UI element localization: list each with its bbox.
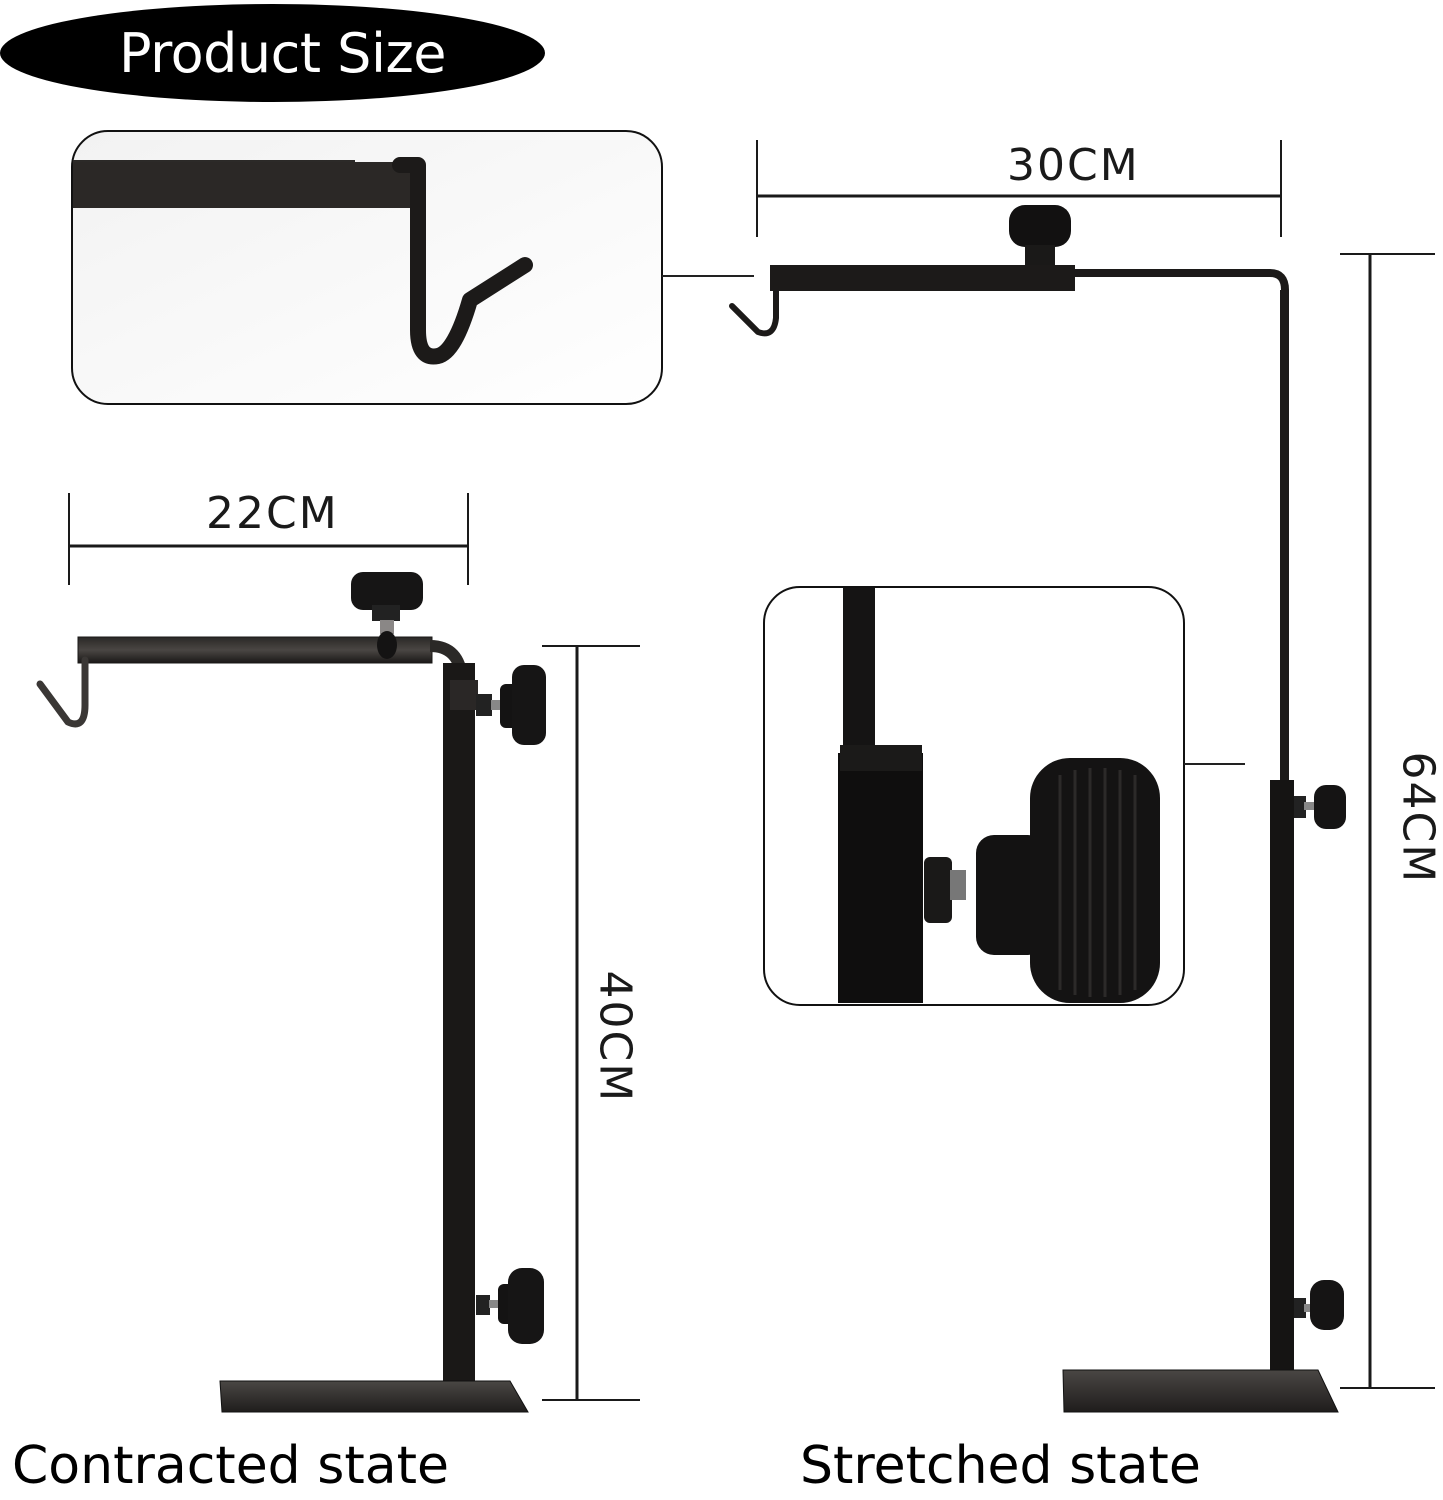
page-title: Product Size — [118, 21, 447, 85]
contracted-stand — [36, 493, 640, 1413]
hook-inset — [71, 130, 754, 405]
knob-inset — [763, 586, 1245, 1006]
product-size-title-pill: Product Size — [0, 4, 545, 102]
contracted-width-label: 22CM — [206, 488, 339, 539]
stretched-state-caption: Stretched state — [796, 1436, 1201, 1496]
contracted-height-label: 40CM — [589, 970, 641, 1104]
contracted-state-caption: Contracted state — [8, 1436, 449, 1496]
stretched-stand — [729, 140, 1435, 1413]
stretched-height-label: 64CM — [1392, 751, 1443, 885]
contracted-state-text: Contracted state — [12, 1436, 449, 1496]
stretched-width-label: 30CM — [1007, 140, 1140, 191]
stretched-state-text: Stretched state — [800, 1436, 1201, 1496]
